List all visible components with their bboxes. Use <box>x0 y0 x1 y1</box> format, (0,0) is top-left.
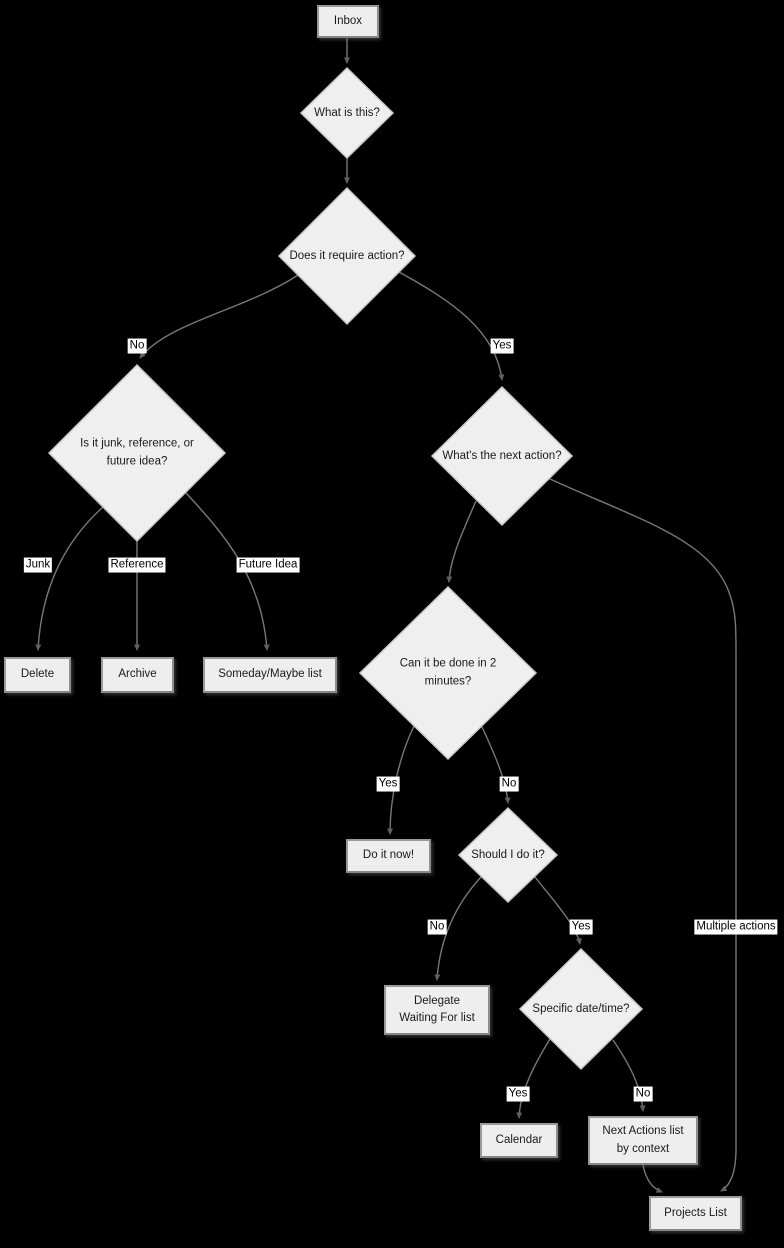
node-delegate: Delegate Waiting For list <box>384 985 490 1035</box>
edge-specific-no <box>612 1039 646 1112</box>
edge-require-action-yes <box>398 271 505 381</box>
node-calendar: Calendar <box>480 1123 558 1158</box>
decision-two-minutes-line1: Can it be done in 2 <box>399 657 497 670</box>
node-next-actions-line1: Next Actions list <box>602 1125 684 1138</box>
edge-junk <box>35 506 104 651</box>
edge-label-reference: Reference <box>108 557 166 573</box>
node-next-actions: Next Actions list by context <box>588 1116 698 1165</box>
node-someday-maybe-label: Someday/Maybe list <box>218 668 322 681</box>
edge-label-junk: Junk <box>23 557 53 573</box>
edge-label-no-specific: No <box>633 1086 653 1102</box>
node-projects-list-label: Projects List <box>664 1206 727 1219</box>
decision-is-it-junk-shape <box>47 363 227 543</box>
node-delete-label: Delete <box>20 668 55 681</box>
decision-require-action-label: Does it require action? <box>289 249 405 262</box>
node-archive: Archive <box>101 657 174 693</box>
node-inbox-label: Inbox <box>333 14 363 27</box>
edge-label-no-two-minutes: No <box>499 776 519 792</box>
edge-multiple-actions <box>549 478 737 1192</box>
edge-label-yes-two-minutes: Yes <box>376 776 400 792</box>
decision-is-it-junk-line2: future idea? <box>106 456 168 468</box>
decision-next-action-label: What's the next action? <box>442 449 562 462</box>
edge-label-yes-should: Yes <box>569 919 593 935</box>
edge-label-future-idea: Future Idea <box>236 557 300 573</box>
decision-specific-date-label: Specific date/time? <box>532 1002 630 1015</box>
node-archive-label: Archive <box>118 668 157 681</box>
decision-is-it-junk-line1: Is it junk, reference, or <box>80 437 194 450</box>
decision-specific-date-shape <box>518 947 644 1071</box>
edge-label-multiple-actions: Multiple actions <box>694 919 778 935</box>
decision-what-is-this-shape <box>299 66 395 160</box>
decision-two-minutes-line2: minutes? <box>424 676 472 688</box>
edge-label-yes-action: Yes <box>490 338 514 354</box>
edge-two-minutes-no <box>481 726 511 804</box>
node-someday-maybe: Someday/Maybe list <box>203 657 337 693</box>
decision-what-is-this-label: What is this? <box>314 106 380 119</box>
edge-label-no-should: No <box>427 919 447 935</box>
node-delete: Delete <box>4 657 71 693</box>
decision-two-minutes-shape <box>358 585 538 761</box>
edge-two-minutes-yes <box>387 725 415 835</box>
node-calendar-label: Calendar <box>495 1133 543 1146</box>
edge-next-action-to-two-minutes <box>446 500 477 583</box>
node-do-it-now-label: Do it now! <box>362 849 415 862</box>
node-delegate-line1: Delegate <box>413 994 461 1007</box>
edge-require-action-no <box>139 274 299 359</box>
node-next-actions-line2: by context <box>616 1142 670 1155</box>
decision-next-action-shape <box>430 385 574 527</box>
decision-is-it-junk-label: Is it junk, reference, or future idea? <box>80 435 194 472</box>
edge-label-no-action: No <box>127 338 147 354</box>
decision-two-minutes-label: Can it be done in 2 minutes? <box>400 655 497 692</box>
node-projects-list: Projects List <box>649 1196 742 1231</box>
decision-should-i-do-it-label: Should I do it? <box>471 848 545 861</box>
edge-next-actions-to-projects <box>642 1164 663 1193</box>
edge-specific-yes <box>516 1038 551 1119</box>
node-do-it-now: Do it now! <box>346 839 431 873</box>
edge-label-yes-specific: Yes <box>506 1086 530 1102</box>
edge-should-no <box>434 876 482 981</box>
node-delegate-line2: Waiting For list <box>399 1012 475 1024</box>
decision-require-action-shape <box>277 186 417 326</box>
decision-should-i-do-it-shape <box>457 806 559 904</box>
edge-should-yes <box>534 876 582 945</box>
node-inbox: Inbox <box>317 5 379 38</box>
